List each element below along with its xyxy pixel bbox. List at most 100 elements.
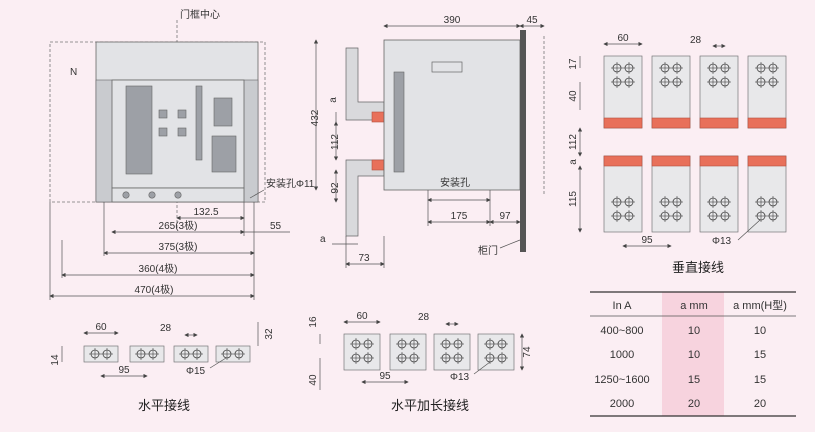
table-header: In A [613, 300, 633, 312]
dim-97: 97 [499, 211, 511, 222]
dim-phi13: Φ13 [450, 372, 470, 383]
dim-265: 265(3极) [159, 219, 198, 232]
breaker-left-window [125, 85, 153, 175]
dim-432: 432 [310, 109, 321, 126]
table-cell: 1000 [610, 349, 634, 361]
dim-95: 95 [379, 371, 391, 382]
table-cell: 15 [688, 374, 700, 386]
front-view: 门框中心 N 安装孔Φ11 132.5 265(3极) 55 375(3极) 3… [49, 8, 315, 300]
horizontal-ext-wiring: 60 28 16 40 74 95 Φ13 水平加长接线 [308, 311, 533, 413]
dim-17: 17 [568, 58, 579, 70]
dim-14: 14 [50, 354, 61, 366]
cabinet-door [520, 30, 526, 252]
dim-16: 16 [308, 316, 319, 328]
leader-line [499, 239, 521, 249]
side-contact-block [393, 71, 405, 173]
horizontal-ext-bus [389, 333, 427, 371]
vertical-wiring: 60 28 17 40 112 a 115 95 Φ13 垂直接线 [568, 33, 787, 275]
mount-screw [148, 191, 156, 199]
side-view: 390 45 432 a 112 92 安装孔 175 97 a 73 柜门 [310, 15, 545, 268]
door-center-label: 门框中心 [180, 8, 220, 21]
table-cell: 2000 [610, 398, 634, 410]
table-cell: 20 [688, 398, 700, 410]
horizontal-ext-bus [433, 333, 471, 371]
dim-28: 28 [160, 323, 172, 334]
horizontal-wiring: 60 28 32 14 95 Φ15 水平接线 [50, 322, 275, 413]
mount-screw [174, 191, 182, 199]
breaker-button [177, 109, 187, 119]
dim-115: 115 [568, 191, 579, 207]
dim-132-5: 132.5 [193, 207, 218, 218]
vertical-caption: 垂直接线 [672, 260, 724, 275]
vertical-bus-bottom [747, 155, 787, 233]
dim-32: 32 [264, 328, 275, 340]
terminal-red [747, 155, 787, 167]
table-cell: 400~800 [600, 325, 643, 337]
dim-60: 60 [356, 311, 368, 322]
dim-phi13: Φ13 [712, 236, 732, 247]
terminal-red [699, 155, 739, 167]
table-cell: 10 [754, 325, 766, 337]
vertical-bus-top [747, 55, 787, 129]
table-cell: 20 [754, 398, 766, 410]
leader-line [249, 189, 265, 199]
horizontal-caption: 水平接线 [138, 398, 190, 413]
terminal-red [651, 155, 691, 167]
n-pole-label: N [70, 67, 77, 78]
upper-busbar [345, 47, 385, 121]
vertical-bus-bottom [651, 155, 691, 233]
dim-92: 92 [330, 182, 341, 194]
leader-line [473, 361, 491, 375]
install-hole-label: 安装孔Φ11 [266, 177, 315, 190]
breaker-handle [195, 85, 203, 161]
horizontal-ext-caption: 水平加长接线 [391, 398, 469, 413]
dim-28: 28 [418, 312, 430, 323]
dim-a-upper: a [328, 97, 339, 103]
dim-95: 95 [641, 235, 653, 246]
mount-screw [122, 191, 130, 199]
cabinet-door-label: 柜门 [478, 244, 498, 257]
side-install-hole-label: 安装孔 [440, 176, 470, 189]
terminal-red [603, 155, 643, 167]
lower-terminal [371, 159, 385, 171]
breaker-indicator [211, 135, 237, 173]
table-header: a mm(H型) [733, 298, 787, 312]
breaker-button [177, 127, 187, 137]
lower-busbar [345, 159, 385, 237]
dim-60: 60 [617, 33, 629, 44]
dim-45: 45 [526, 15, 538, 26]
table-cell: 10 [688, 325, 700, 337]
dim-360: 360(4极) [139, 262, 178, 275]
dim-phi15: Φ15 [186, 366, 206, 377]
vertical-bus-top [699, 55, 739, 129]
dim-a: a [568, 159, 579, 165]
dim-40: 40 [308, 374, 319, 386]
dim-55: 55 [270, 221, 282, 232]
dim-95: 95 [118, 365, 130, 376]
dim-470: 470(4极) [135, 283, 174, 296]
terminal-red [603, 117, 643, 129]
horizontal-ext-bus [343, 333, 381, 371]
dim-390: 390 [444, 15, 461, 26]
vertical-bus-bottom [699, 155, 739, 233]
dim-28: 28 [690, 35, 702, 46]
table-cell: 15 [754, 349, 766, 361]
table-highlight-column [662, 292, 724, 416]
table-cell: 1250~1600 [594, 374, 649, 386]
horizontal-ext-bus [477, 333, 515, 371]
breaker-side-body [383, 39, 521, 191]
vertical-bus-top [603, 55, 643, 129]
table-cell: 10 [688, 349, 700, 361]
vertical-bus-top [651, 55, 691, 129]
terminal-red [699, 117, 739, 129]
dim-375: 375(3极) [159, 240, 198, 253]
leader-line [209, 357, 227, 369]
table-cell: 15 [754, 374, 766, 386]
dim-a-lower: a [320, 234, 326, 245]
dim-112: 112 [330, 134, 341, 150]
dim-73: 73 [358, 253, 370, 264]
breaker-button [158, 127, 168, 137]
breaker-button [158, 109, 168, 119]
terminal-red [747, 117, 787, 129]
vertical-bus-bottom [603, 155, 643, 233]
